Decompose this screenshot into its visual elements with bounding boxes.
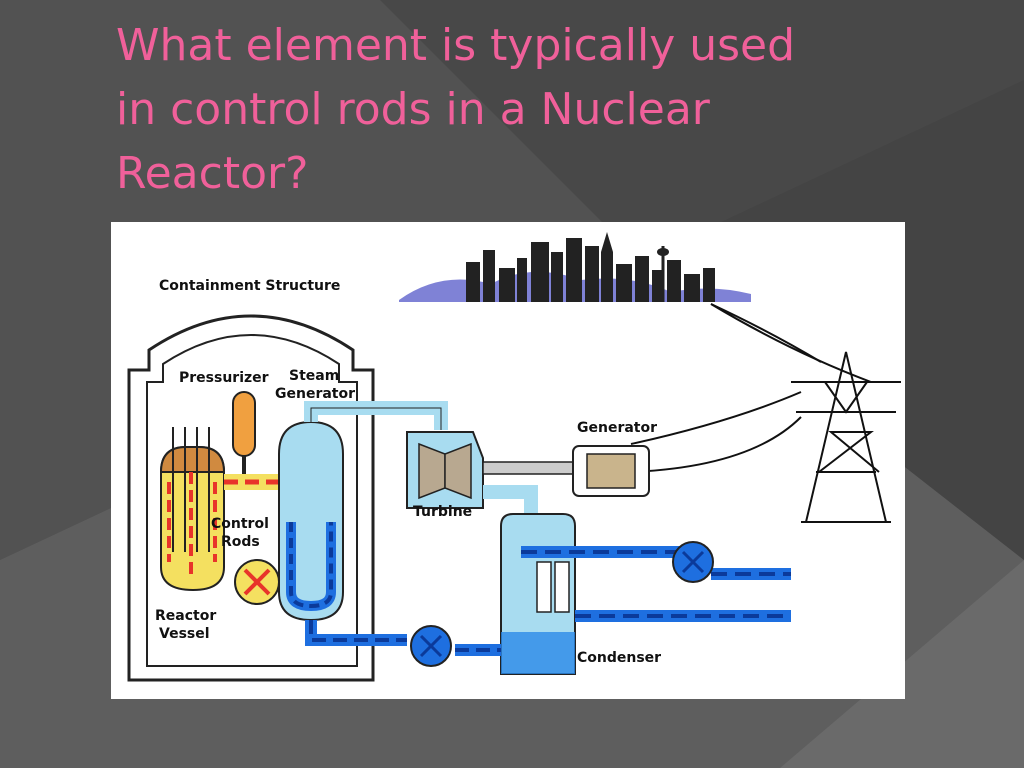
- transmission-tower-icon: [630, 303, 901, 523]
- containment-structure: [127, 314, 375, 682]
- label-turbine: Turbine: [413, 504, 472, 520]
- label-containment-structure: Containment Structure: [159, 278, 340, 294]
- turbine: [406, 431, 586, 509]
- label-vessel: Vessel: [159, 626, 210, 642]
- generator: [572, 445, 650, 497]
- label-pressurizer: Pressurizer: [179, 370, 269, 386]
- nuclear-reactor-diagram: Containment Structure Pressurizer Steam …: [111, 222, 905, 699]
- condenser: [500, 513, 576, 675]
- title-line-3: Reactor?: [116, 148, 309, 199]
- label-rods: Rods: [221, 534, 260, 550]
- cooling-water-loop: [521, 541, 791, 622]
- title-line-1: What element is typically used: [116, 20, 796, 71]
- label-steam: Steam: [289, 368, 339, 384]
- label-reactor: Reactor: [155, 608, 216, 624]
- title-line-2: in control rods in a Nuclear: [116, 84, 710, 135]
- label-generator: Generator: [577, 420, 657, 436]
- steam-generator: [278, 420, 344, 622]
- primary-pump-icon: [234, 559, 280, 605]
- slide-title: What element is typically used in contro…: [116, 14, 976, 206]
- feedwater-loop: [305, 620, 501, 667]
- city-skyline-image: [399, 232, 751, 302]
- label-control: Control: [211, 516, 269, 532]
- label-condenser: Condenser: [577, 650, 661, 666]
- pressurizer: [232, 391, 256, 474]
- label-generator-sub: Generator: [275, 386, 355, 402]
